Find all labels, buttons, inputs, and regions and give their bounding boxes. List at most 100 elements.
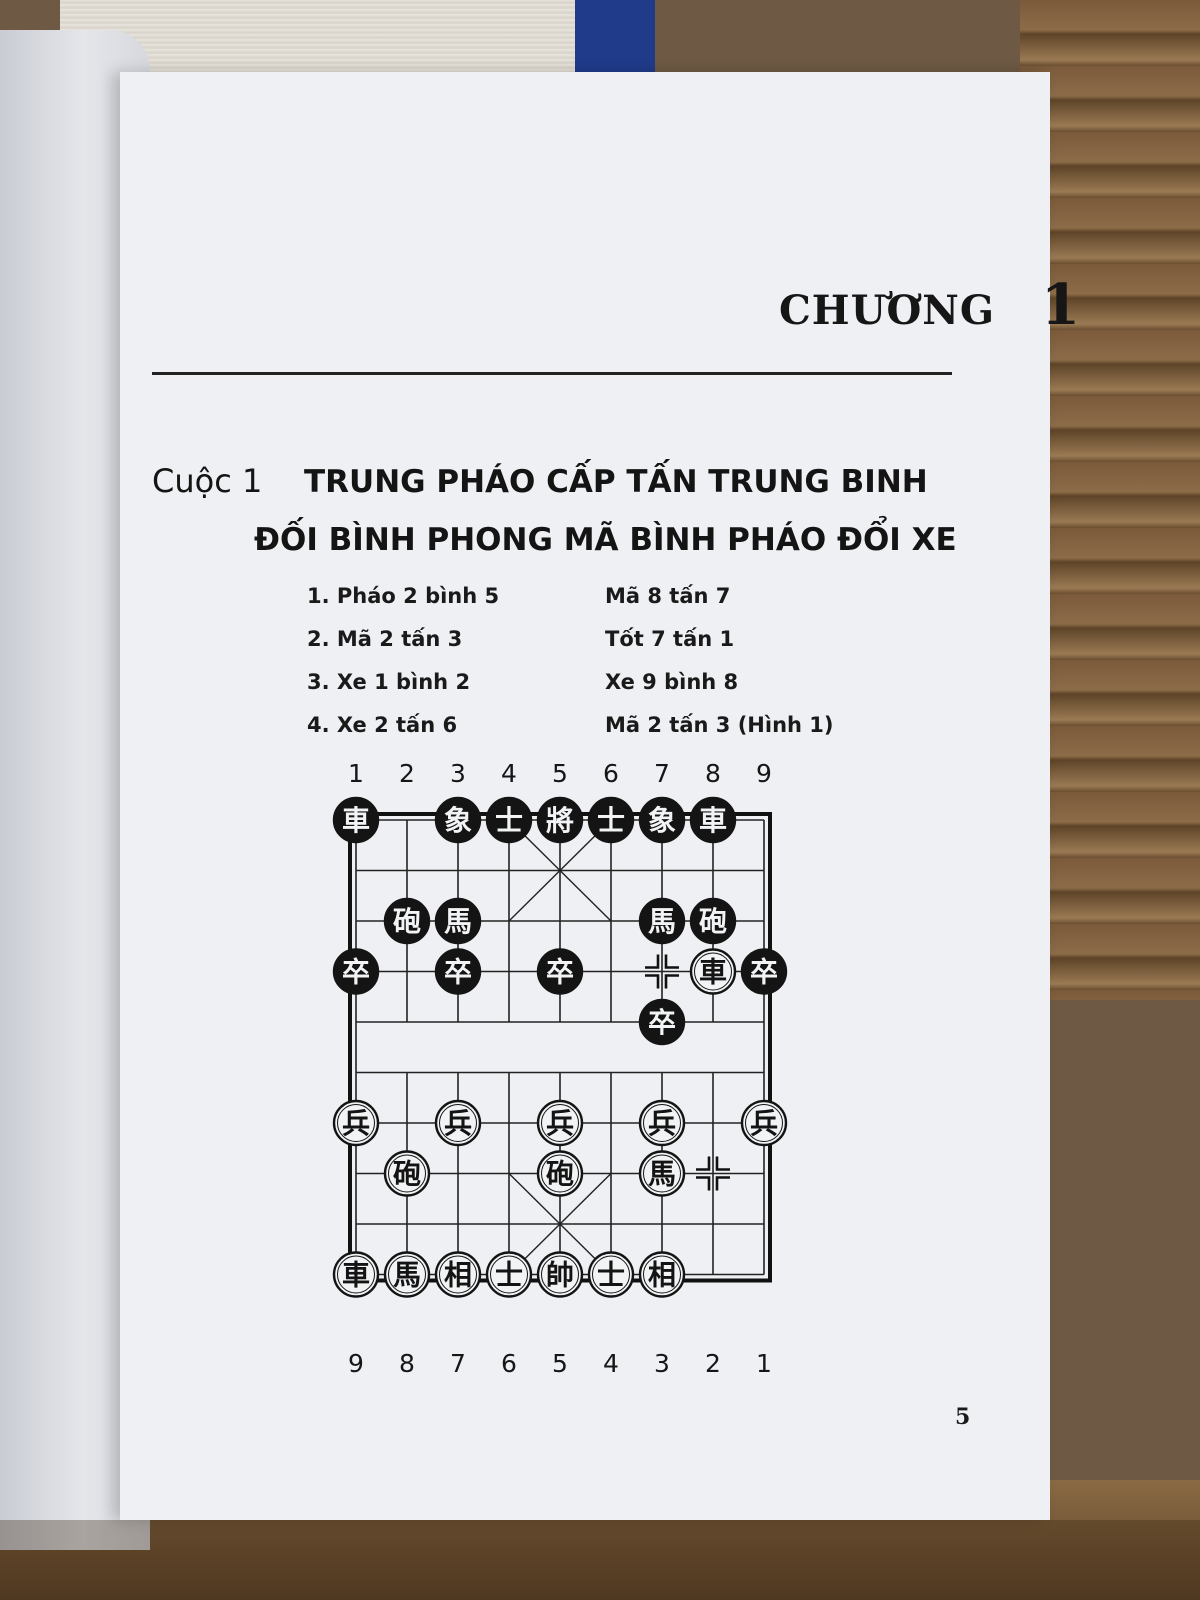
file-label-bottom: 3 — [654, 1349, 670, 1378]
file-label-bottom: 6 — [501, 1349, 517, 1378]
file-label-top: 1 — [348, 762, 364, 788]
move-row: 1. Pháo 2 bình 5 Mã 8 tấn 7 — [307, 584, 867, 627]
red-piece — [536, 1150, 584, 1197]
file-label-bottom: 2 — [705, 1349, 721, 1378]
red-piece — [536, 1251, 584, 1298]
red-piece — [638, 1150, 686, 1197]
red-piece-ring — [643, 1104, 681, 1142]
move-black: Tốt 7 tấn 1 — [605, 627, 735, 651]
black-piece-label: 砲 — [699, 905, 727, 938]
move-black: Mã 2 tấn 3 (Hình 1) — [605, 713, 834, 737]
black-piece-label: 砲 — [393, 905, 421, 938]
file-label-top: 5 — [552, 762, 568, 788]
bottom-shadow — [0, 1520, 1200, 1600]
red-piece — [332, 1099, 380, 1147]
move-red: 2. Mã 2 tấn 3 — [307, 627, 463, 651]
red-piece-ring — [388, 1255, 426, 1294]
red-piece-label: 兵 — [444, 1107, 472, 1140]
black-piece-label: 卒 — [444, 956, 472, 989]
red-piece-label: 相 — [648, 1259, 676, 1292]
black-piece — [638, 796, 686, 844]
point-marker — [696, 1156, 711, 1171]
red-piece-label: 車 — [342, 1259, 370, 1292]
red-piece — [434, 1099, 482, 1147]
black-piece — [332, 796, 380, 844]
black-piece-label: 士 — [495, 804, 523, 837]
point-marker — [696, 1176, 711, 1191]
red-piece-ring — [388, 1154, 426, 1193]
move-row: 3. Xe 1 bình 2 Xe 9 bình 8 — [307, 670, 867, 713]
red-piece-label: 士 — [597, 1259, 625, 1292]
black-piece-label: 卒 — [648, 1006, 676, 1039]
chapter-word: CHƯƠNG — [778, 287, 996, 334]
file-label-bottom: 8 — [399, 1349, 415, 1378]
black-piece — [332, 948, 380, 995]
red-piece-ring — [541, 1104, 579, 1142]
black-piece — [536, 948, 584, 995]
file-label-bottom: 1 — [756, 1349, 772, 1378]
palace-diagonal — [508, 819, 612, 922]
move-list: 1. Pháo 2 bình 5 Mã 8 tấn 7 2. Mã 2 tấn … — [307, 584, 867, 756]
file-label-bottom: 5 — [552, 1349, 568, 1378]
red-piece-label: 帥 — [546, 1259, 574, 1292]
red-piece-label: 砲 — [393, 1158, 421, 1191]
black-piece-label: 馬 — [444, 905, 472, 938]
red-piece — [383, 1251, 431, 1298]
red-piece — [638, 1251, 686, 1298]
red-piece — [383, 1150, 431, 1197]
chapter-heading: CHƯƠNG 1 — [680, 272, 1080, 342]
file-label-top: 3 — [450, 762, 466, 788]
red-piece-ring — [541, 1154, 579, 1193]
black-piece — [383, 897, 431, 945]
book-stack-right — [1020, 0, 1200, 1000]
red-piece-ring — [592, 1255, 630, 1294]
point-marker — [645, 974, 660, 989]
file-label-bottom: 4 — [603, 1349, 619, 1378]
move-red: 4. Xe 2 tấn 6 — [307, 713, 458, 737]
black-piece — [689, 897, 737, 945]
red-piece-label: 兵 — [648, 1107, 676, 1140]
black-piece-label: 車 — [342, 804, 370, 837]
black-piece-label: 馬 — [648, 905, 676, 938]
black-piece-label: 卒 — [342, 956, 370, 989]
red-piece-ring — [337, 1255, 375, 1294]
red-piece-label: 砲 — [546, 1158, 574, 1191]
page-number: 5 — [955, 1404, 971, 1430]
chapter-number: 1 — [1041, 272, 1080, 338]
red-piece-ring — [643, 1255, 681, 1294]
file-label-top: 9 — [756, 762, 772, 788]
title-line-1: TRUNG PHÁO CẤP TẤN TRUNG BINH — [304, 464, 928, 500]
black-piece-label: 象 — [648, 804, 676, 837]
black-piece — [536, 796, 584, 844]
black-piece — [638, 897, 686, 945]
red-piece — [740, 1099, 788, 1147]
red-piece-label: 相 — [444, 1259, 472, 1292]
file-label-bottom: 7 — [450, 1349, 466, 1378]
black-piece — [689, 796, 737, 844]
move-row: 4. Xe 2 tấn 6 Mã 2 tấn 3 (Hình 1) — [307, 713, 867, 756]
black-piece — [638, 998, 686, 1046]
black-piece — [434, 897, 482, 945]
red-piece-label: 兵 — [342, 1107, 370, 1140]
point-marker — [664, 974, 679, 989]
palace-diagonal — [508, 1173, 612, 1275]
point-marker — [715, 1156, 730, 1171]
move-red: 3. Xe 1 bình 2 — [307, 670, 471, 694]
red-piece — [332, 1251, 380, 1298]
red-piece-ring — [439, 1255, 477, 1294]
file-label-top: 7 — [654, 762, 670, 788]
red-piece — [485, 1251, 533, 1298]
red-piece-label: 車 — [699, 956, 727, 989]
red-piece — [434, 1251, 482, 1298]
move-black: Mã 8 tấn 7 — [605, 584, 731, 608]
red-piece-ring — [745, 1104, 783, 1142]
red-piece-label: 兵 — [546, 1107, 574, 1140]
red-piece-label: 馬 — [648, 1158, 676, 1191]
black-piece — [485, 796, 533, 844]
red-piece-ring — [643, 1154, 681, 1193]
